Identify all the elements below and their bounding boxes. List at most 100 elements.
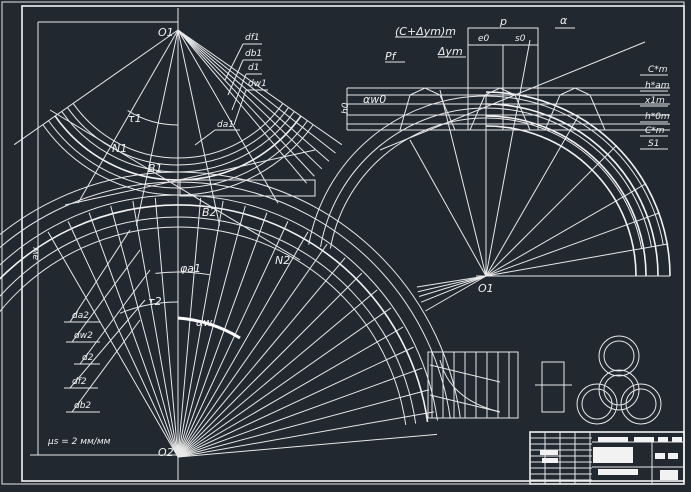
label-d1: d1 (248, 63, 259, 73)
gear-circle-schematic (598, 335, 640, 377)
ray-o1-right (485, 144, 618, 277)
ray-o2 (177, 389, 430, 458)
gear-circle-schematic (581, 388, 613, 420)
leader-line (79, 269, 151, 365)
title-block-text (660, 470, 678, 480)
geometry-layer (0, 1, 685, 485)
label-tau1: τ1 (128, 112, 142, 125)
ray-o2 (177, 243, 328, 458)
label-alpha-w0: αw0 (363, 93, 386, 106)
gear2-circle (0, 171, 461, 418)
label-da2: da2 (72, 311, 89, 321)
title-block-text (655, 453, 665, 459)
sheet-frame-inner (21, 5, 685, 482)
label-dym: Δym (437, 45, 463, 58)
label-alpha-w: αw (196, 316, 212, 329)
label-db2: db2 (74, 401, 91, 411)
leader-line (69, 299, 146, 389)
gear2-circle (0, 226, 407, 426)
gear1-circle (67, 107, 289, 166)
label-dw1: dw1 (248, 79, 267, 89)
ray-o2 (177, 289, 378, 458)
label-db1: db1 (245, 49, 262, 59)
section-view (541, 361, 565, 413)
ray-o2 (177, 326, 404, 458)
sheet-frame-outer (1, 1, 685, 485)
ray-o1-right (485, 115, 579, 277)
leader-line (233, 89, 247, 126)
label-h0m: h*0m (645, 112, 670, 122)
label-o1-right: O1 (478, 282, 494, 295)
title-block-text (598, 469, 638, 475)
ray-o2 (177, 307, 392, 458)
rack-tooth-profile (399, 87, 606, 131)
tau2-arc (119, 301, 179, 314)
ray-o2 (132, 200, 179, 458)
ray-o2 (177, 272, 363, 458)
title-block-text (540, 450, 558, 455)
label-n1: N1 (112, 142, 127, 155)
ray-o1 (177, 29, 336, 154)
title-block-text (668, 453, 678, 459)
label-alpha: α (560, 14, 568, 27)
ray-o1 (135, 29, 179, 226)
label-scale: μs = 2 мм/мм (47, 437, 111, 447)
gear-circle-schematic (576, 383, 618, 425)
leader-line (71, 249, 141, 343)
label-ham: h*am (645, 81, 670, 91)
gear2-circle (0, 216, 417, 424)
ray (409, 139, 487, 277)
ray-o2 (177, 346, 414, 458)
ray-o1-right (485, 183, 647, 277)
ray-o1-right (485, 243, 669, 277)
ray-o2 (154, 197, 179, 458)
label-n2: N2 (275, 254, 290, 267)
ray-o2 (177, 221, 289, 458)
tau1-arc (127, 110, 179, 126)
ray-o2 (110, 205, 179, 458)
label-cm-top: C*m (648, 65, 668, 75)
title-block-text (672, 437, 682, 442)
ray-o1 (177, 29, 221, 226)
gear2-circle (0, 204, 429, 423)
label-da1: da1 (217, 120, 234, 130)
tangent-line (49, 109, 301, 261)
mesh-zone-rect (179, 179, 316, 197)
ray-o1 (177, 29, 343, 146)
ray-o2 (177, 411, 435, 458)
leader-line (71, 319, 141, 413)
ray-o2 (177, 212, 268, 458)
arrow-ray (416, 275, 487, 288)
ray-o2 (67, 221, 179, 458)
ray-o1 (13, 29, 179, 146)
ray-o2 (47, 231, 179, 458)
title-block-text (634, 437, 654, 442)
ray-o2 (177, 200, 224, 458)
ray-o2 (177, 205, 246, 458)
label-o2: O2 (158, 446, 174, 459)
ray (439, 89, 487, 277)
label-d2: d2 (82, 353, 94, 363)
graph-frame (427, 351, 519, 419)
leader-line (194, 129, 216, 146)
label-df2: df2 (72, 377, 87, 387)
label-pf: Pf (385, 50, 398, 63)
alpha-w-arc (177, 316, 241, 340)
label-tau2: τ2 (148, 295, 162, 308)
gear-circle-schematic (603, 374, 635, 406)
leader-line (227, 59, 244, 96)
phi-arc (155, 271, 211, 276)
label-phi: φa1 (180, 262, 201, 275)
ray-o1 (177, 29, 323, 170)
leader-line (69, 229, 131, 323)
ray (485, 39, 531, 277)
ray-o1 (177, 29, 315, 177)
arrow-ray (425, 275, 487, 312)
ray-o2 (177, 433, 438, 458)
ray-o2 (177, 197, 202, 458)
ray-o1 (177, 29, 279, 204)
label-c-dym: (C+Δym)m (395, 25, 456, 38)
line-of-action (64, 149, 316, 206)
title-block-text (542, 458, 558, 463)
